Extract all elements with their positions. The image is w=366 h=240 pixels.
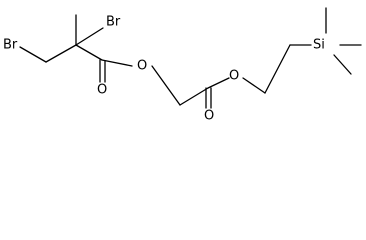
atom-br-top: Br [106,15,121,30]
bond-ch2-ch2 [264,44,291,94]
bond-cq-br [75,27,104,46]
bond-o-ch2-ethyl [242,77,266,94]
bond-group [19,7,362,109]
bond-ch2-carbonyl2 [179,87,209,106]
bond-o-ch2 [151,65,181,106]
atom-o-link-1: O [137,59,147,74]
bond-ch2-cq [45,44,77,63]
bond-carbonyl2-o [207,77,230,89]
atom-label-group: Br Br O O O O Si [3,15,325,124]
atom-o-carbonyl-1: O [97,83,107,98]
atom-o-carbonyl-2: O [204,109,214,124]
atom-o-link-2: O [229,69,239,84]
bond-carbonyl1-o [101,59,133,67]
atom-si: Si [313,38,325,53]
atom-br-left: Br [3,38,18,53]
bond-si-methyl-down [333,54,352,75]
molecule-structure: Br Br O O O O Si [3,7,362,124]
bond-br-ch2 [19,46,47,63]
bond-cq-carbonyl [75,44,103,61]
